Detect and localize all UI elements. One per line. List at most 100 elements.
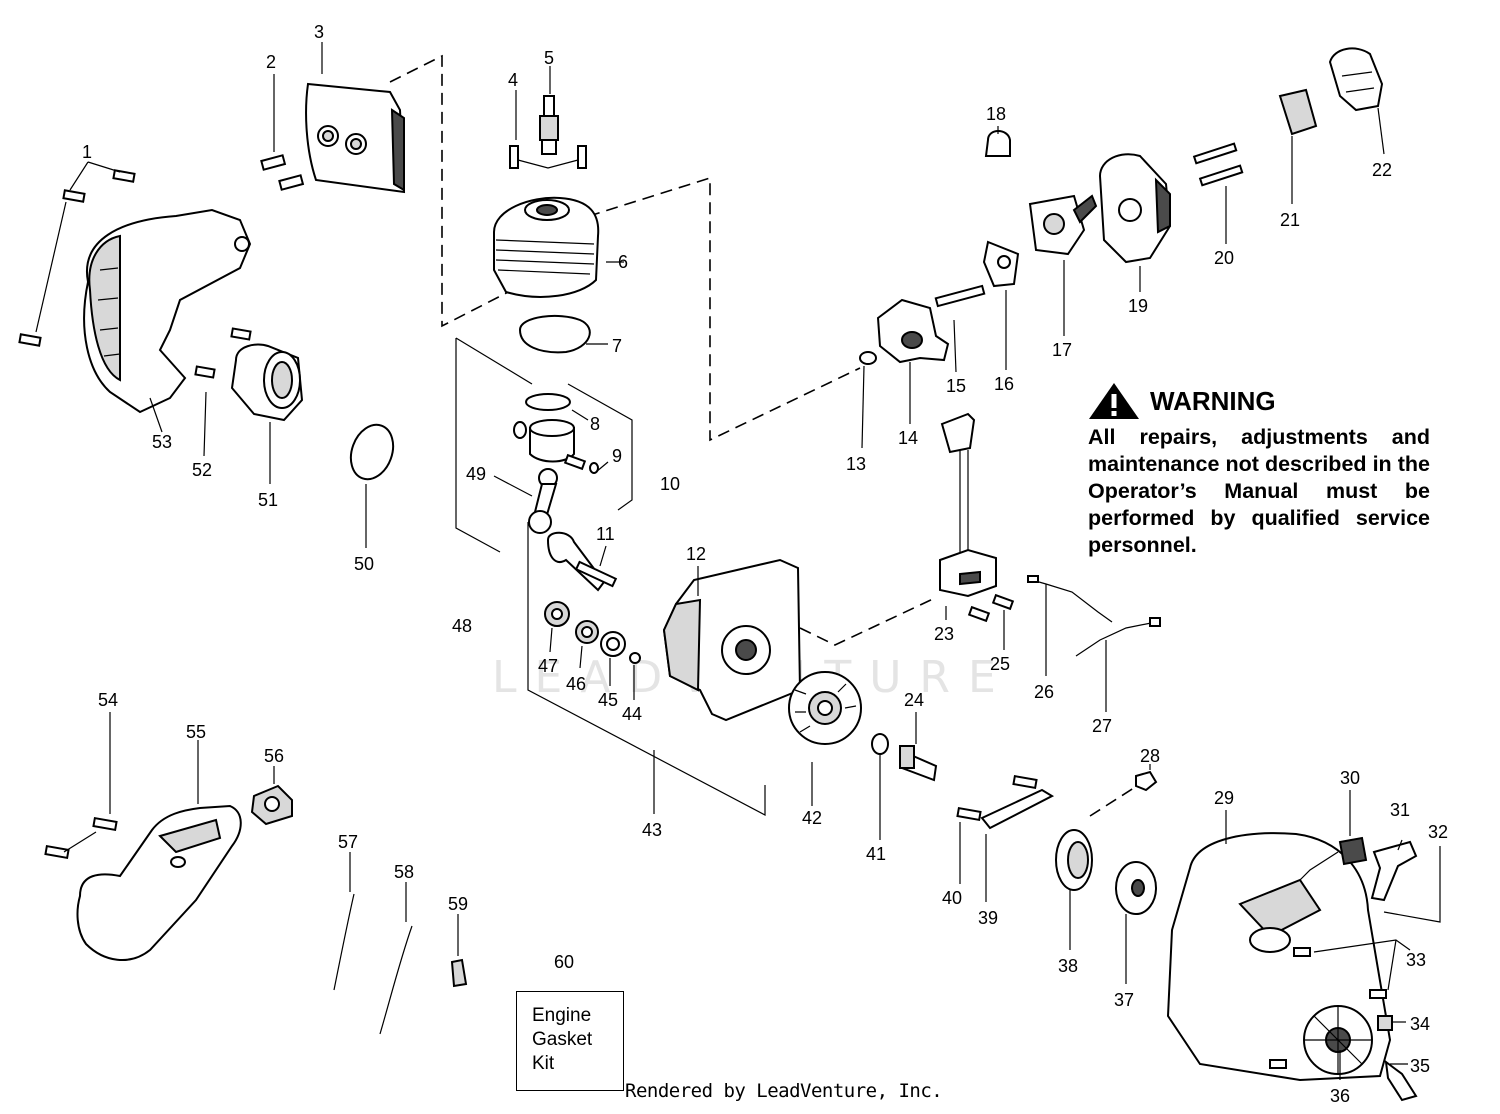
part-label-13: 13 — [846, 454, 866, 474]
warning-notice: WARNING All repairs, adjustments and mai… — [1088, 382, 1430, 559]
part-label-26: 26 — [1034, 682, 1054, 702]
part-label-12: 12 — [686, 544, 706, 564]
part-50-52-muffler-parts — [149, 327, 395, 548]
part-label-42: 42 — [802, 808, 822, 828]
part-label-59: 59 — [448, 894, 468, 914]
part-label-3: 3 — [314, 22, 324, 42]
part-label-41: 41 — [866, 844, 886, 864]
part-label-37: 37 — [1114, 990, 1134, 1010]
part-26-27-wires — [1027, 575, 1161, 712]
part-17-18-carburetor — [984, 126, 1098, 336]
part-label-22: 22 — [1372, 160, 1392, 180]
part-1-screws — [18, 161, 136, 347]
part-label-29: 29 — [1214, 788, 1234, 808]
engine-gasket-kit-box: Engine Gasket Kit — [516, 991, 624, 1091]
part-label-23: 23 — [934, 624, 954, 644]
part-label-27: 27 — [1092, 716, 1112, 736]
part-label-18: 18 — [986, 104, 1006, 124]
part-label-50: 50 — [354, 554, 374, 574]
part-label-28: 28 — [1140, 746, 1160, 766]
part-label-56: 56 — [264, 746, 284, 766]
bracket-lines — [455, 337, 766, 816]
part-label-35: 35 — [1410, 1056, 1430, 1076]
kit-line-2: Gasket — [532, 1029, 593, 1050]
kit-line-3: Kit — [532, 1053, 555, 1074]
part-label-14: 14 — [898, 428, 918, 448]
part-label-39: 39 — [978, 908, 998, 928]
part-label-15: 15 — [946, 376, 966, 396]
part-label-38: 38 — [1058, 956, 1078, 976]
part-label-7: 7 — [612, 336, 622, 356]
part-8-10-piston — [513, 393, 609, 474]
part-label-54: 54 — [98, 690, 118, 710]
part-21-filter — [1278, 88, 1318, 204]
part-label-33: 33 — [1406, 950, 1426, 970]
part-54-56-guard — [44, 712, 293, 962]
part-label-19: 19 — [1128, 296, 1148, 316]
part-44-47-bearings — [544, 601, 641, 700]
warning-body: All repairs, adjustments and maintenance… — [1088, 425, 1430, 557]
part-23-ignition-coil — [939, 412, 997, 620]
part-label-45: 45 — [598, 690, 618, 710]
part-label-60: 60 — [554, 952, 574, 972]
part-label-44: 44 — [622, 704, 642, 724]
part-30-36-starter-parts — [1269, 790, 1441, 1102]
part-label-32: 32 — [1428, 822, 1448, 842]
warning-header: WARNING — [1088, 382, 1430, 420]
kit-line-1: Engine — [532, 1005, 592, 1026]
part-57-59-lines-fitting — [333, 852, 468, 1035]
part-22-filter-cover — [1328, 47, 1385, 155]
part-7-gasket — [518, 314, 608, 354]
part-label-11: 11 — [596, 524, 615, 544]
part-6-cylinder — [493, 196, 624, 298]
part-label-53: 53 — [152, 432, 172, 452]
part-41-24-washer-nut — [871, 712, 938, 840]
part-label-43: 43 — [642, 820, 662, 840]
part-42-flywheel — [788, 671, 862, 806]
part-label-34: 34 — [1410, 1014, 1430, 1034]
warning-title: WARNING — [1150, 385, 1276, 416]
part-label-36: 36 — [1330, 1086, 1350, 1106]
part-label-17: 17 — [1052, 340, 1072, 360]
part-39-40-bracket — [956, 774, 1055, 902]
part-label-58: 58 — [394, 862, 414, 882]
part-53-engine-cover — [83, 208, 252, 414]
part-38-37-pulley-spring — [1055, 829, 1157, 984]
part-label-24: 24 — [904, 690, 924, 710]
part-label-55: 55 — [186, 722, 206, 742]
part-label-25: 25 — [990, 654, 1010, 674]
part-label-31: 31 — [1390, 800, 1410, 820]
part-label-49: 49 — [466, 464, 486, 484]
part-19-airfilter-base — [1098, 153, 1172, 292]
part-label-51: 51 — [258, 490, 278, 510]
part-label-21: 21 — [1280, 210, 1300, 230]
part-3-muffler-cover — [305, 42, 406, 194]
part-label-46: 46 — [566, 674, 586, 694]
part-label-16: 16 — [994, 374, 1014, 394]
part-label-9: 9 — [612, 446, 622, 466]
part-label-57: 57 — [338, 832, 358, 852]
part-label-47: 47 — [538, 656, 558, 676]
part-label-2: 2 — [266, 52, 276, 72]
part-4-5-screws-sparkplug — [509, 66, 587, 169]
part-29-starter-housing — [1166, 810, 1392, 1082]
dashed-lines — [389, 54, 1141, 817]
part-label-8: 8 — [590, 414, 600, 434]
part-label-30: 30 — [1340, 768, 1360, 788]
part-49-connecting-rod — [493, 468, 558, 534]
part-label-10: 10 — [660, 474, 680, 494]
part-11-crankshaft — [546, 531, 618, 592]
part-label-5: 5 — [544, 48, 554, 68]
part-20-screws — [1192, 142, 1244, 244]
part-13-16-carb-adapter — [859, 240, 1020, 449]
warning-triangle-icon — [1089, 383, 1139, 419]
part-number-labels: 1 2 3 4 5 6 7 8 9 10 11 12 13 14 15 16 1… — [82, 22, 1448, 1106]
part-2-screws — [260, 74, 305, 191]
part-label-20: 20 — [1214, 248, 1234, 268]
part-label-40: 40 — [942, 888, 962, 908]
render-credit: Rendered by LeadVenture, Inc. — [625, 1080, 943, 1102]
part-12-crankcase — [662, 558, 802, 722]
part-label-52: 52 — [192, 460, 212, 480]
part-label-1: 1 — [82, 142, 92, 162]
